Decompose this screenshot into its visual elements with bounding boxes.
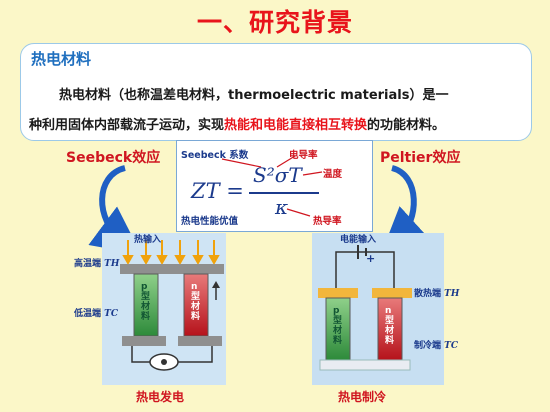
thermal-conductivity-label: 热导率 xyxy=(313,216,342,227)
hot-end-label: 高温端 TH xyxy=(74,256,119,269)
heat-input-arrows xyxy=(122,240,220,266)
heat-release-text: 散热端 xyxy=(414,289,442,299)
heat-release-symbol: TH xyxy=(444,289,460,299)
fraction-bar xyxy=(249,192,319,194)
p-leg-left-label: p 型 材 料 xyxy=(141,282,151,322)
peltier-curved-arrow xyxy=(380,165,432,257)
cold-electrode-left xyxy=(122,336,166,346)
definition-line-2-post: 的功能材料。 xyxy=(367,118,446,133)
generation-caption: 热电发电 xyxy=(136,390,185,404)
n-leg-left-label: n 型 材 料 xyxy=(191,282,201,322)
formula-denominator: κ xyxy=(275,195,289,219)
cold-end-symbol: TC xyxy=(104,309,119,319)
zt-symbol: ZT = xyxy=(191,179,244,203)
power-input-label: 电能输入 xyxy=(340,235,377,245)
definition-line-2-pre: 种利用固体内部载流子运动，实现 xyxy=(29,118,225,133)
hot-end-symbol: TH xyxy=(104,259,120,269)
cold-electrode-right xyxy=(178,336,222,346)
seebeck-curved-arrow xyxy=(88,165,142,255)
hot-electrode xyxy=(120,264,224,274)
figure-of-merit-label: 热电性能优值 xyxy=(181,216,239,227)
release-electrode-right xyxy=(372,288,412,298)
formula-arrows xyxy=(221,155,323,217)
heat-release-label: 散热端 TH xyxy=(414,286,459,299)
n-leg-right-label: n 型 材 料 xyxy=(385,306,395,346)
zt-formula-box: Seebeck 系数 电导率 温度 ZT = S²σT κ 热电性能优值 热导率 xyxy=(176,140,373,232)
n-leg-left xyxy=(183,273,209,337)
cooling-caption: 热电制冷 xyxy=(338,390,387,404)
temperature-label: 温度 xyxy=(323,169,343,180)
slide-title: 一、研究背景 xyxy=(196,8,353,37)
cold-side-symbol: TC xyxy=(444,341,459,351)
conductivity-label: 电导率 xyxy=(289,150,318,161)
definition-line-1: 热电材料（也称温差电材料，thermoelectric materials）是一 xyxy=(59,88,449,103)
seebeck-coefficient-label: Seebeck 系数 xyxy=(181,150,249,161)
cold-side-text: 制冷端 xyxy=(414,341,442,351)
plus-sign: + xyxy=(366,252,376,265)
cold-side-label: 制冷端 TC xyxy=(414,338,458,351)
p-leg-right-label: p 型 材 料 xyxy=(333,306,343,346)
peltier-effect-label: Peltier效应 xyxy=(380,150,461,166)
definition-card: 热电材料 热电材料（也称温差电材料，thermoelectric materia… xyxy=(20,43,532,141)
definition-highlight: 热能和电能直接相互转换 xyxy=(224,118,368,133)
release-electrode-left xyxy=(318,288,358,298)
cold-plate xyxy=(319,359,411,371)
p-leg-left xyxy=(133,273,159,337)
cold-end-text: 低温端 xyxy=(74,309,102,319)
heat-input-label: 热输入 xyxy=(134,235,162,245)
cold-end-label: 低温端 TC xyxy=(74,306,118,319)
definition-line-2: 种利用固体内部载流子运动，实现热能和电能直接相互转换的功能材料。 xyxy=(29,114,529,133)
hot-end-text: 高温端 xyxy=(74,259,102,269)
p-leg-right xyxy=(325,297,351,361)
card-title: 热电材料 xyxy=(31,50,92,68)
seebeck-effect-label: Seebeck效应 xyxy=(66,150,161,166)
